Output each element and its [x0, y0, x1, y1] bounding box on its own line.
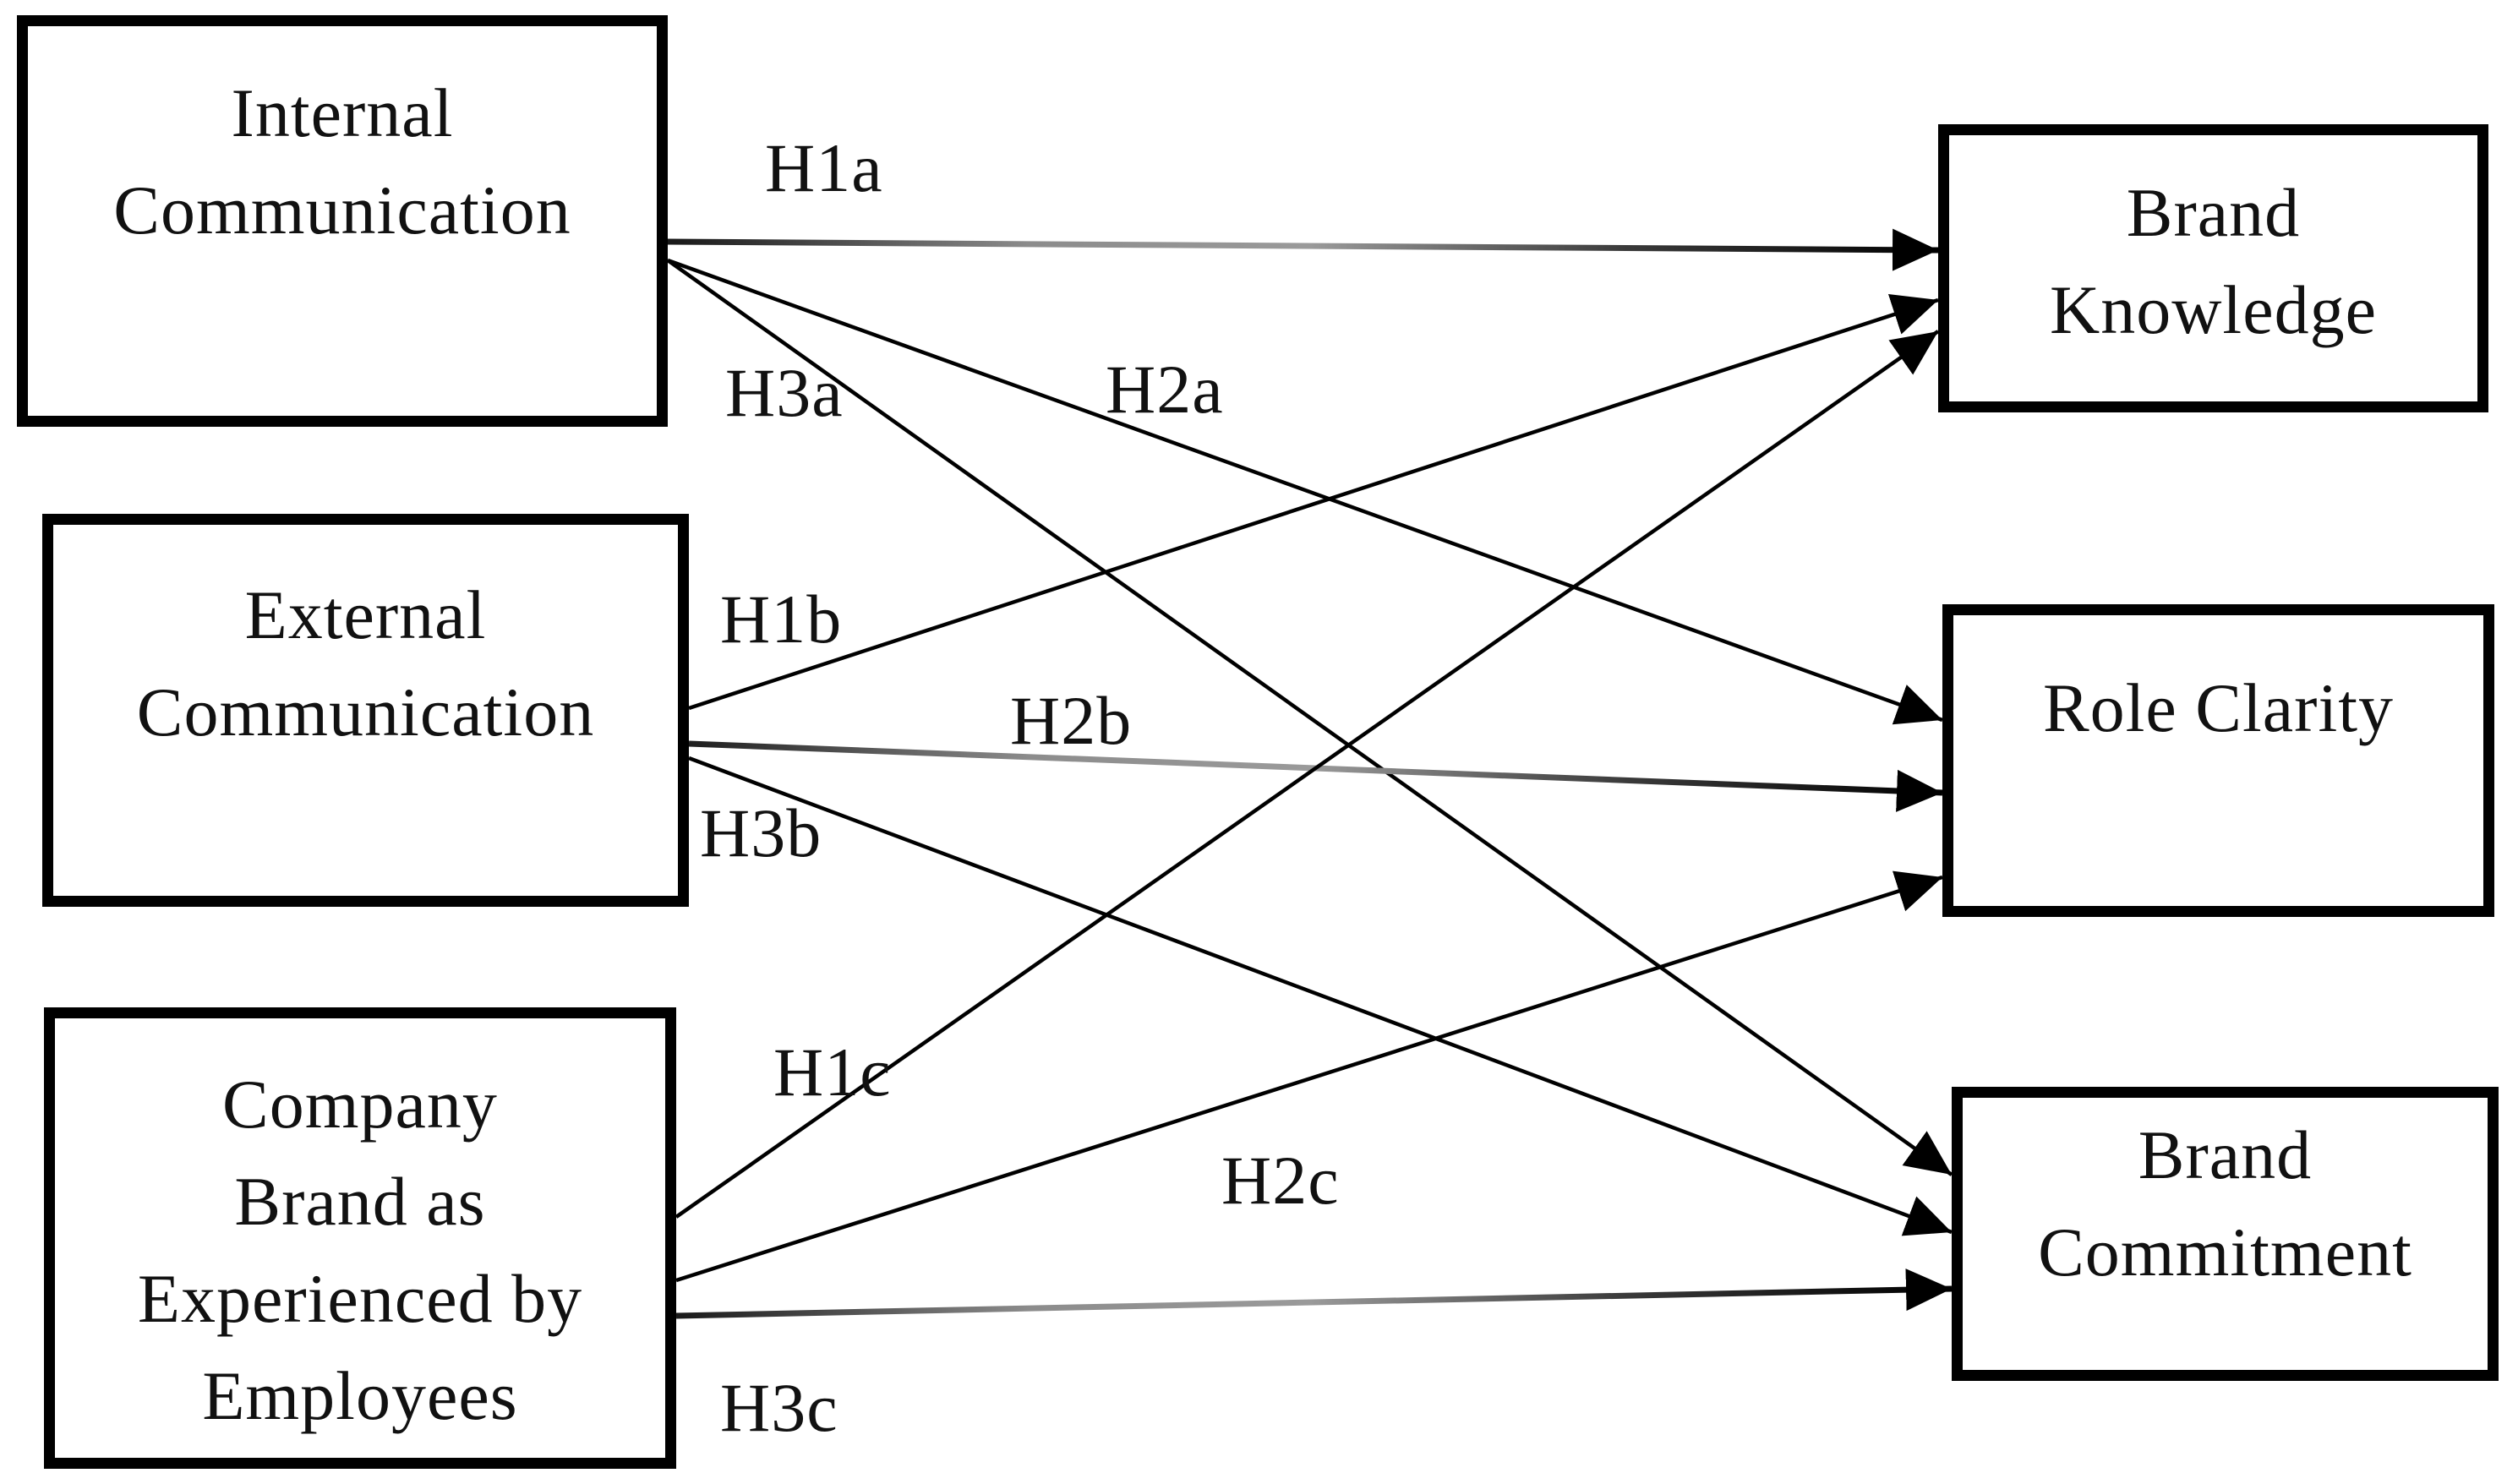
- edge-label-h1b: H1b: [720, 581, 843, 657]
- node-external-communication-label: External Communication: [136, 576, 595, 750]
- arrow-h3a: [666, 259, 1953, 1176]
- edge-label-h2c: H2c: [1221, 1142, 1340, 1219]
- edge-label-h2a: H2a: [1106, 351, 1224, 428]
- node-company-brand-as-experienced-by-employees: Company Brand as Experienced by Employee…: [44, 1007, 676, 1469]
- node-internal-communication-label: Internal Communication: [113, 74, 571, 248]
- arrow-h1b: [688, 294, 1939, 711]
- arrow-h3c: [675, 1268, 1953, 1319]
- edge-label-h3c: H3c: [720, 1369, 838, 1446]
- node-role-clarity-label: Role Clarity: [2042, 668, 2395, 746]
- node-company-brand-label: Company Brand as Experienced by Employee…: [137, 1066, 583, 1434]
- node-brand-commitment-label: Brand Commitment: [2038, 1116, 2412, 1290]
- node-role-clarity: Role Clarity: [1942, 604, 2494, 917]
- edge-label-h1c: H1c: [773, 1034, 892, 1110]
- arrow-h2a: [667, 258, 1943, 725]
- arrow-h1a: [667, 228, 1939, 271]
- node-external-communication: External Communication: [42, 514, 689, 907]
- node-brand-knowledge-label: Brand Knowledge: [2049, 173, 2377, 348]
- arrow-h1c: [675, 330, 1940, 1219]
- node-internal-communication: Internal Communication: [17, 15, 668, 427]
- edge-label-h1a: H1a: [765, 129, 883, 206]
- edge-label-h3b: H3b: [700, 794, 822, 871]
- node-brand-knowledge: Brand Knowledge: [1938, 124, 2488, 412]
- arrow-h2c: [675, 870, 1943, 1283]
- node-brand-commitment: Brand Commitment: [1952, 1087, 2499, 1381]
- edge-label-h2b: H2b: [1010, 682, 1133, 759]
- edge-label-h3a: H3a: [725, 354, 844, 431]
- arrow-h3b: [688, 756, 1953, 1236]
